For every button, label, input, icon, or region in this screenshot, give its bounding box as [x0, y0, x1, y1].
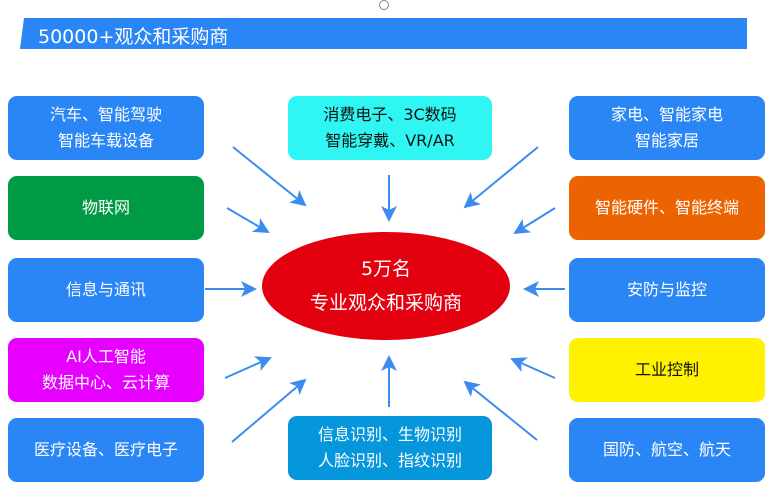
box-text: 智能硬件、智能终端 [594, 198, 739, 217]
arrow [226, 207, 270, 234]
box-appliance: 家电、智能家电智能家居 [569, 96, 765, 160]
box-iot: 物联网 [8, 176, 204, 240]
arrow [224, 356, 272, 379]
box-ai: AI人工智能数据中心、云计算 [8, 338, 204, 402]
box-text: 智能车载设备 [57, 131, 154, 150]
banner-title: 50000+观众和采购商 [38, 26, 229, 48]
arrow [232, 146, 307, 207]
arrow [231, 378, 307, 443]
box-defense: 国防、航空、航天 [569, 418, 765, 482]
arrow [513, 207, 556, 235]
box-consumer: 消费电子、3C数码智能穿戴、VR/AR [288, 96, 492, 160]
center-line2: 专业观众和采购商 [309, 292, 462, 314]
title-banner: 50000+观众和采购商 [20, 18, 747, 49]
center-line1: 5万名 [360, 258, 412, 280]
box-text: 物联网 [81, 198, 130, 217]
box-text: 家电、智能家电 [610, 105, 723, 124]
arrow [463, 380, 538, 441]
box-telecom: 信息与通讯 [8, 258, 204, 322]
box-industrial: 工业控制 [569, 338, 765, 402]
box-text: 国防、航空、航天 [602, 440, 731, 459]
box-recognition: 信息识别、生物识别人脸识别、指纹识别 [288, 416, 492, 480]
box-text: 信息识别、生物识别 [317, 425, 462, 444]
box-medical: 医疗设备、医疗电子 [8, 418, 204, 482]
box-text: 汽车、智能驾驶 [49, 105, 162, 124]
arrow [463, 146, 539, 209]
box-text: 智能穿戴、VR/AR [325, 131, 455, 150]
box-text: 安防与监控 [626, 280, 707, 299]
arrow [510, 357, 556, 379]
box-security: 安防与监控 [569, 258, 765, 322]
box-text: 工业控制 [634, 360, 699, 379]
box-text: 消费电子、3C数码 [323, 105, 457, 124]
small-circle-marker [379, 0, 389, 10]
box-text: 医疗设备、医疗电子 [33, 440, 178, 459]
box-text: 信息与通讯 [65, 280, 146, 299]
box-text: AI人工智能 [66, 347, 146, 366]
box-text: 人脸识别、指纹识别 [317, 451, 462, 470]
box-hardware: 智能硬件、智能终端 [569, 176, 765, 240]
box-text: 数据中心、云计算 [41, 373, 170, 392]
center-ellipse: 5万名 专业观众和采购商 [262, 232, 510, 340]
box-text: 智能家居 [634, 131, 699, 150]
box-auto: 汽车、智能驾驶智能车载设备 [8, 96, 204, 160]
